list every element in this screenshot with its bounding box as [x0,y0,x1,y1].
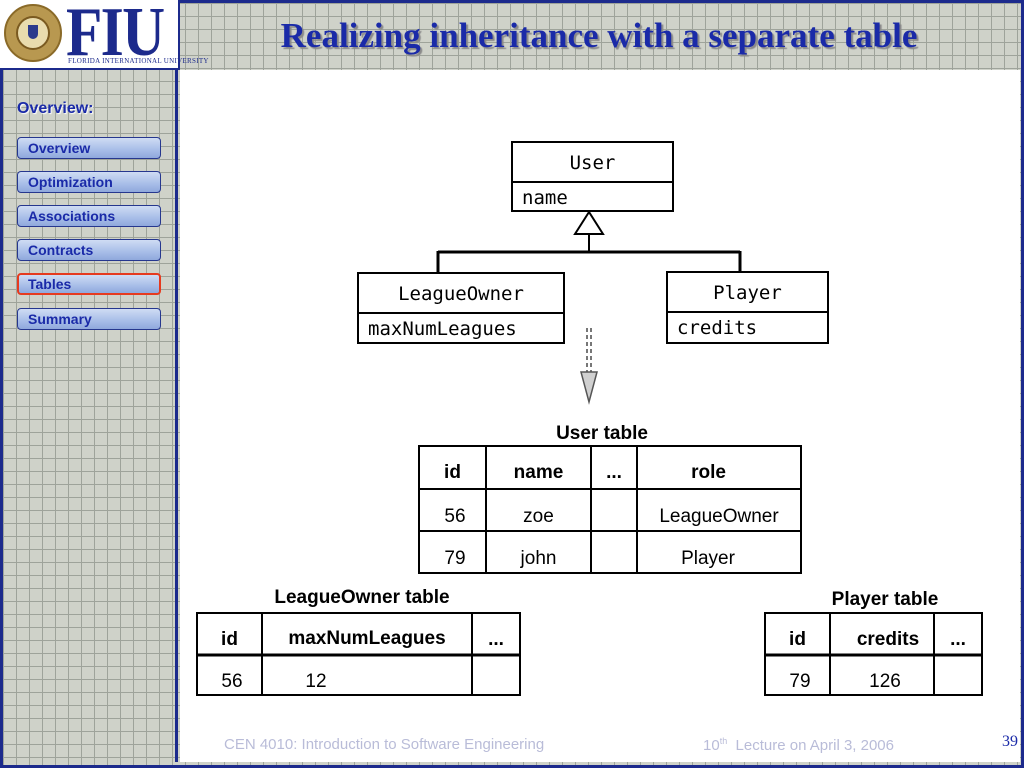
sidebar-item-contracts[interactable]: Contracts [17,239,161,261]
fiu-logo: FIU FLORIDA INTERNATIONAL UNIVERSITY [0,0,208,71]
user-table-cell: john [520,548,557,569]
class-player-attribute: credits [677,317,758,339]
player-table-header-credits: credits [856,629,920,650]
user-table-cell: 79 [444,548,466,569]
leagueowner-table-cell: 12 [305,671,327,692]
player-table-title: Player table [831,589,939,610]
user-table-header-more: ... [606,462,622,483]
footer-lecture-sup: th [719,736,728,746]
footer-course: CEN 4010: Introduction to Software Engin… [224,736,545,753]
footer-lecture-number: 10 [703,737,720,754]
university-seal-icon [4,4,62,62]
user-table-header-role: role [691,462,726,483]
player-table-cell: 126 [869,671,901,692]
sidebar-item-optimization[interactable]: Optimization [17,171,161,193]
player-table-cell: 79 [789,671,811,692]
class-leagueowner-attribute: maxNumLeagues [368,318,517,340]
logo-text: FIU [66,0,165,71]
leagueowner-table-cell: 56 [221,671,243,692]
footer-lecture-date: Lecture on April 3, 2006 [735,737,894,754]
class-user-name: User [513,143,672,183]
player-table-header-more: ... [950,629,966,650]
user-table-header-name: name [513,462,564,483]
leagueowner-table-header-more: ... [488,629,504,650]
user-table-cell: LeagueOwner [659,506,779,527]
class-leagueowner: LeagueOwner maxNumLeagues [357,272,565,344]
sidebar-divider [175,68,178,762]
leagueowner-table-title: LeagueOwner table [274,587,450,608]
sidebar-item-overview[interactable]: Overview [17,137,161,159]
user-table-cell: 56 [444,506,466,527]
user-table-header-id: id [444,462,461,483]
class-player-name: Player [668,273,827,313]
sidebar-item-summary[interactable]: Summary [17,308,161,330]
user-table-title: User table [556,423,648,444]
page-number: 39 [1002,733,1018,750]
sidebar-item-tables[interactable]: Tables [17,273,161,295]
sidebar-item-associations[interactable]: Associations [17,205,161,227]
footer-lecture: 10th Lecture on April 3, 2006 [703,736,894,754]
leagueowner-table-header-id: id [221,629,238,650]
user-table-cell: zoe [523,506,554,527]
player-table-header-id: id [789,629,806,650]
class-player: Player credits [666,271,829,344]
sidebar-heading: Overview: [17,100,94,117]
class-user: User name [511,141,674,212]
class-user-attribute: name [522,187,568,209]
leagueowner-table-header-max: maxNumLeagues [288,628,446,649]
logo-subtext: FLORIDA INTERNATIONAL UNIVERSITY [68,57,209,65]
class-leagueowner-name: LeagueOwner [359,274,563,314]
slide-title: Realizing inheritance with a separate ta… [280,16,918,55]
user-table-cell: Player [681,548,735,569]
